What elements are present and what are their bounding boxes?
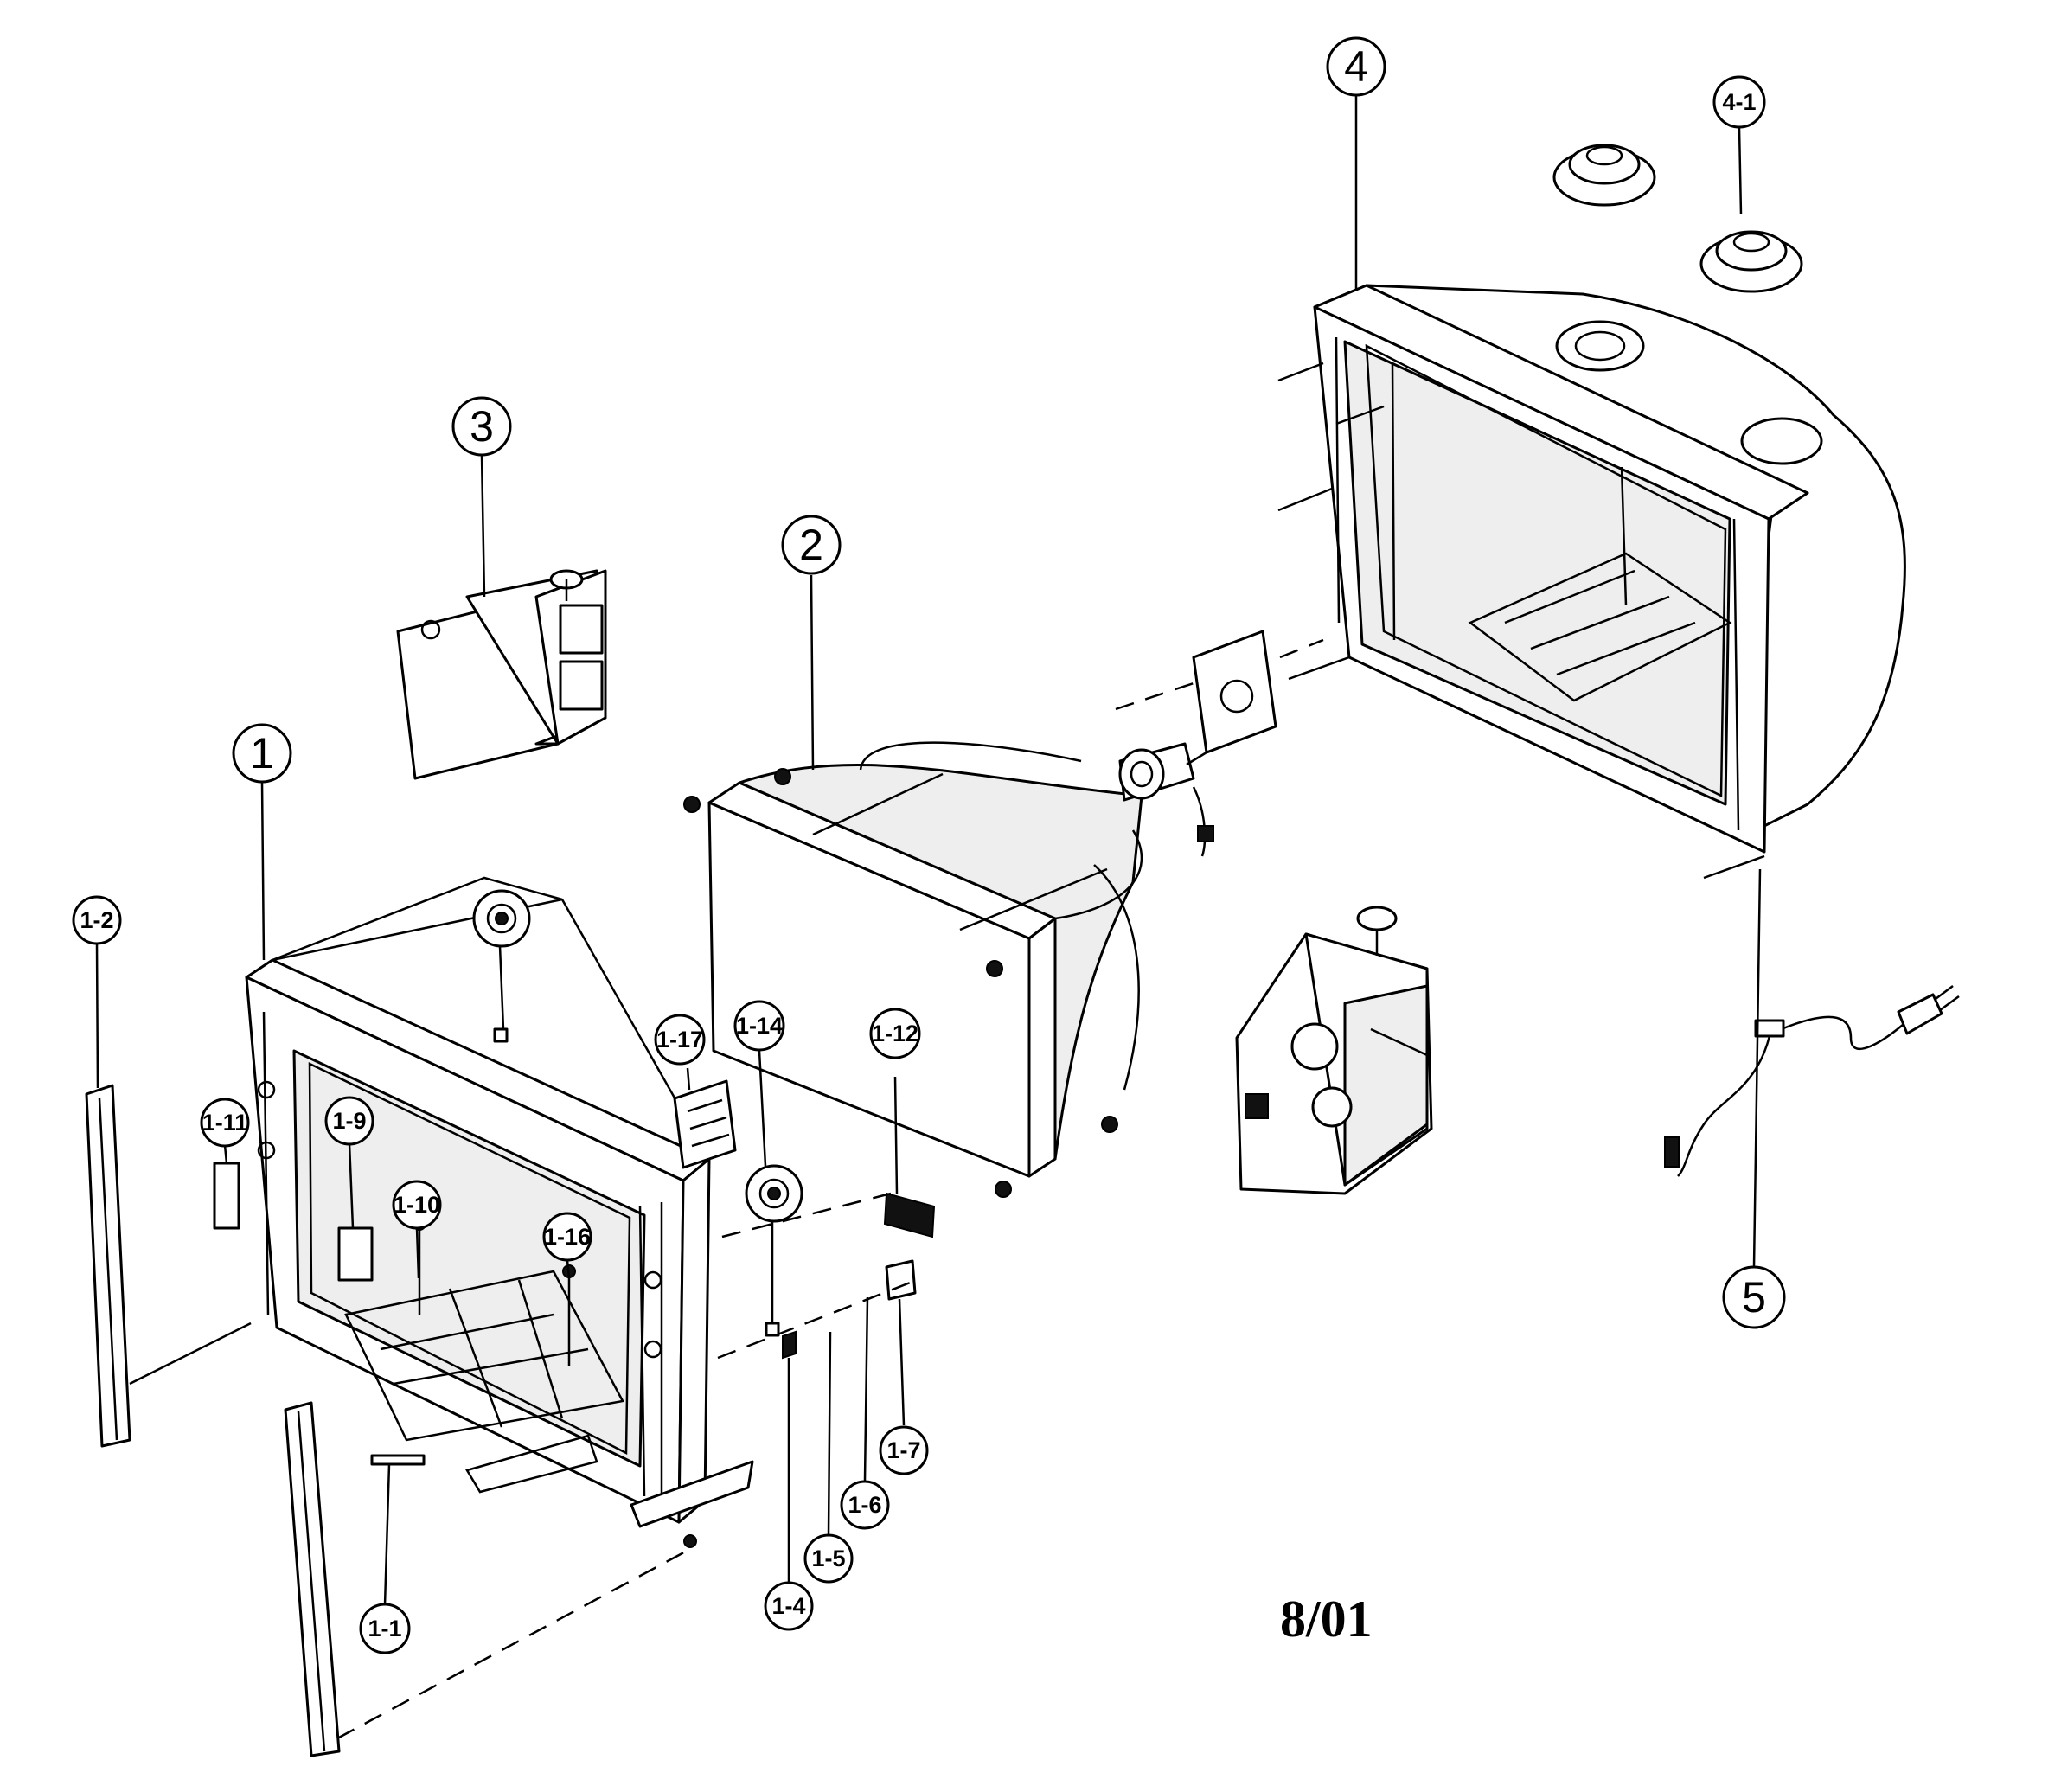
- callout-1-1: 1-1: [359, 1603, 411, 1654]
- svg-text:1-4: 1-4: [771, 1593, 805, 1619]
- svg-text:1: 1: [250, 729, 274, 778]
- svg-text:1-6: 1-6: [848, 1492, 881, 1518]
- date-code: 8/01: [1280, 1590, 1373, 1648]
- callout-2: 2: [781, 515, 842, 575]
- callout-1-6: 1-6: [840, 1480, 890, 1530]
- front-cabinet: [245, 876, 754, 1548]
- callout-1-11: 1-11: [200, 1098, 250, 1148]
- callout-5: 5: [1722, 1265, 1786, 1329]
- callout-1-14: 1-14: [733, 1000, 785, 1052]
- callout-1-4: 1-4: [764, 1581, 814, 1631]
- svg-text:1-10: 1-10: [394, 1192, 440, 1218]
- callout-1-12: 1-12: [869, 1008, 921, 1059]
- side-panels: [85, 1084, 341, 1757]
- svg-text:1-14: 1-14: [736, 1013, 783, 1039]
- svg-text:4: 4: [1344, 42, 1368, 91]
- callout-1-10: 1-10: [392, 1180, 442, 1230]
- side-box-part-3: [396, 569, 607, 780]
- callout-1: 1: [232, 723, 292, 784]
- svg-text:1-5: 1-5: [811, 1546, 845, 1571]
- callout-1-2: 1-2: [72, 895, 122, 945]
- back-cover-part-4: [1277, 284, 1906, 880]
- power-cord-part-5: [1664, 985, 1960, 1177]
- svg-text:1-9: 1-9: [332, 1108, 366, 1134]
- svg-text:1-17: 1-17: [656, 1027, 703, 1053]
- svg-text:1-11: 1-11: [202, 1110, 248, 1136]
- callout-4: 4: [1326, 36, 1386, 97]
- svg-text:1-2: 1-2: [80, 907, 113, 933]
- svg-text:1-1: 1-1: [368, 1616, 401, 1642]
- picture-tube-part-2: [683, 630, 1277, 1198]
- svg-text:4-1: 4-1: [1722, 89, 1756, 115]
- callout-4-1: 4-1: [1712, 75, 1766, 129]
- callout-1-5: 1-5: [803, 1533, 854, 1584]
- flyback-assembly: [1235, 906, 1433, 1195]
- callout-1-7: 1-7: [879, 1425, 929, 1475]
- assembly-dash-lines: [336, 638, 1324, 1740]
- svg-text:5: 5: [1742, 1273, 1766, 1322]
- svg-text:2: 2: [799, 521, 823, 569]
- leader-lines: [95, 95, 1762, 1606]
- callout-3: 3: [451, 396, 512, 457]
- svg-text:1-7: 1-7: [886, 1437, 920, 1463]
- callout-1-9: 1-9: [324, 1096, 374, 1146]
- svg-text:3: 3: [470, 402, 494, 451]
- svg-text:1-12: 1-12: [872, 1021, 918, 1046]
- speaker-parts-4-1: [1552, 144, 1803, 293]
- svg-text:1-16: 1-16: [544, 1224, 591, 1250]
- callout-1-17: 1-17: [654, 1014, 706, 1066]
- callout-1-16: 1-16: [542, 1212, 592, 1262]
